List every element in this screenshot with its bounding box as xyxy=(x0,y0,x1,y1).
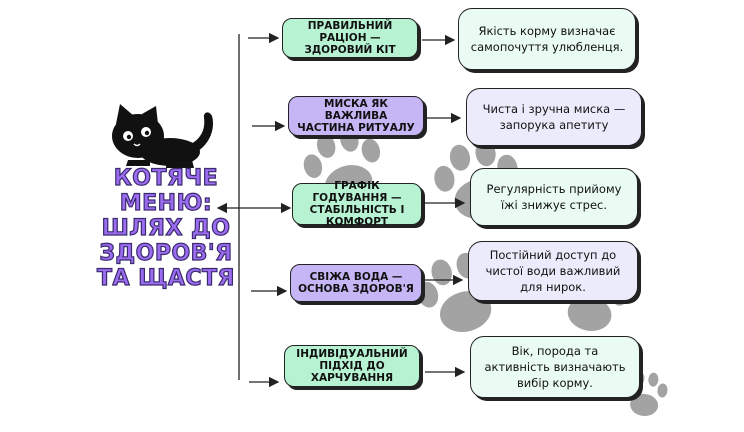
branch-label-schedule: Графік годування — стабільність і комфор… xyxy=(292,180,422,228)
note-individual: Вік, порода та активність визначають виб… xyxy=(470,336,640,398)
note-water: Постійний доступ до чистої води важливий… xyxy=(468,241,638,301)
branch-label-water: Свіжа вода — основа здоров'я xyxy=(290,264,422,302)
diagram-title: Котяче меню: шлях до здоров'я та щастя xyxy=(96,165,236,291)
branch-label-individual: Індивідуальний підхід до харчування xyxy=(284,345,420,387)
note-bowl: Чиста і зручна миска — запорука апетиту xyxy=(466,88,642,146)
title-line: Котяче xyxy=(113,165,219,191)
title-line: та щастя xyxy=(96,265,235,291)
title-line: шлях до xyxy=(101,215,231,241)
note-schedule: Регулярність прийому їжі знижує стрес. xyxy=(470,168,638,226)
title-line: меню: xyxy=(119,190,213,216)
black-cat-icon xyxy=(112,104,214,169)
branch-label-bowl: Миска як важлива частина ритуалу xyxy=(288,96,424,136)
note-diet: Якість корму визначає самопочуття улюбле… xyxy=(458,8,636,70)
branch-label-diet: Правильний раціон — здоровий кіт xyxy=(282,18,418,58)
title-line: здоров'я xyxy=(99,240,233,266)
